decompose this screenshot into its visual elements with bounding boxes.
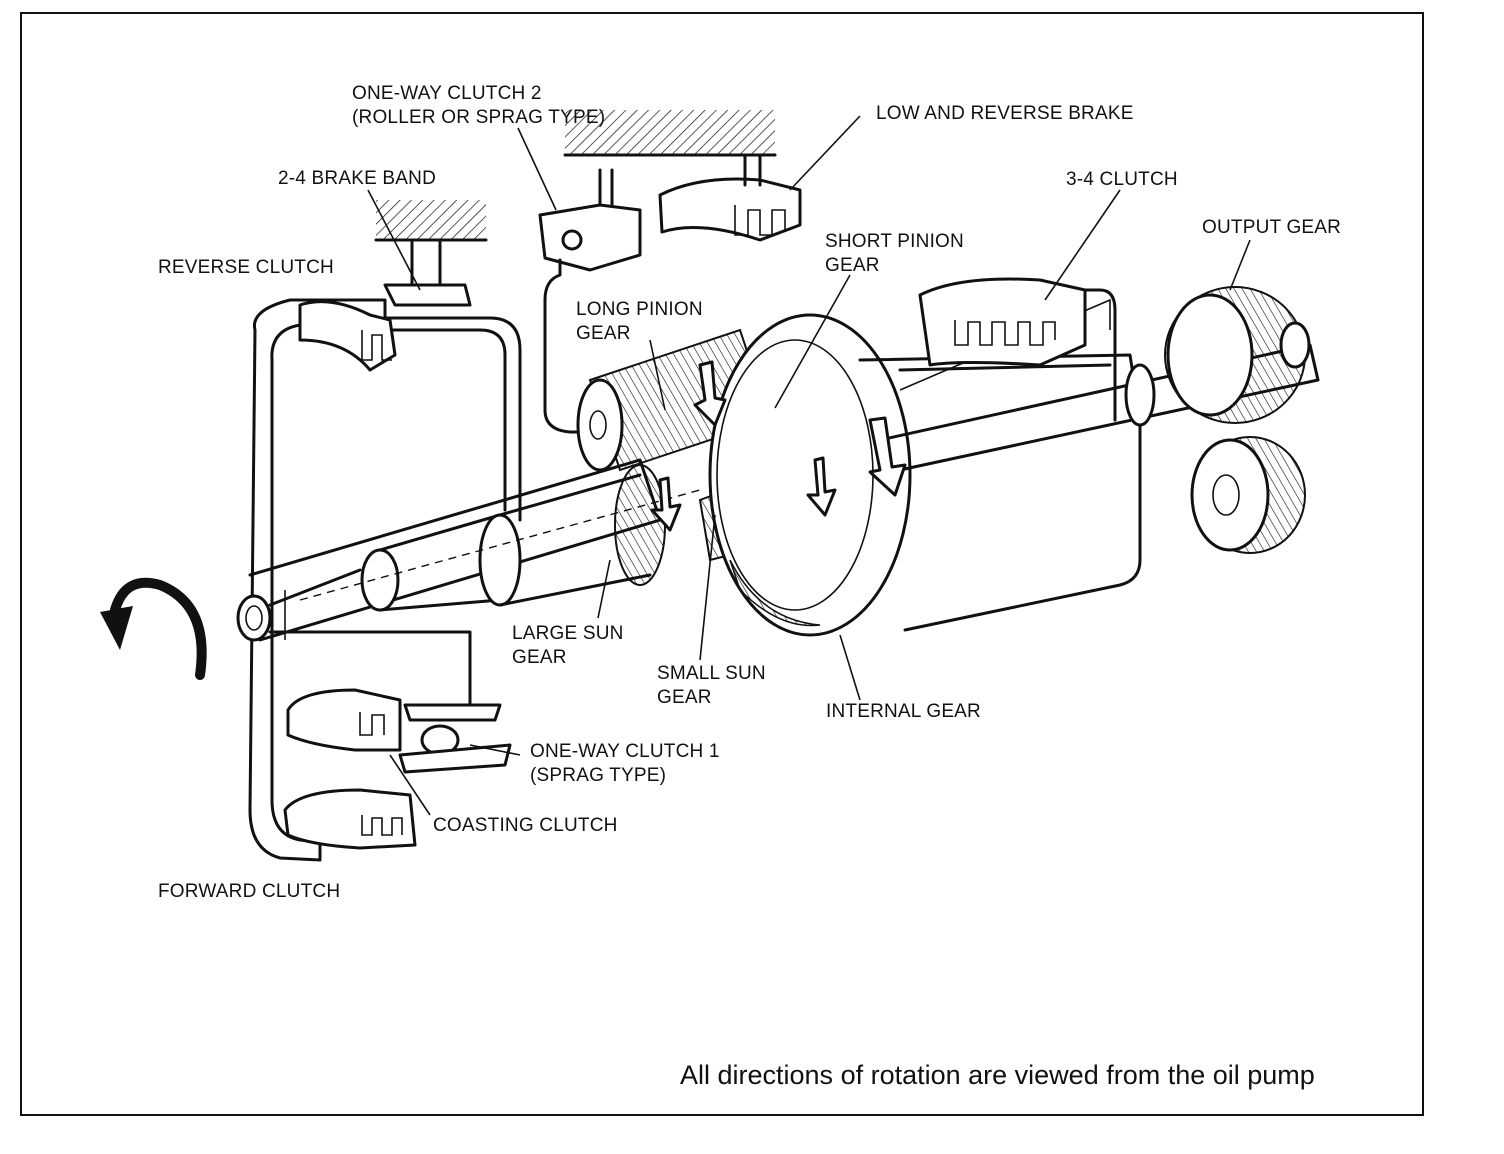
label-short-pinion-line2: GEAR <box>825 255 880 276</box>
label-long-pinion-line1: LONG PINION <box>576 299 703 320</box>
label-small-sun-line2: GEAR <box>657 687 712 708</box>
label-small-sun-line1: SMALL SUN <box>657 663 766 684</box>
direction-arrow-icon <box>650 360 907 532</box>
forward-clutch-pack <box>283 788 417 850</box>
housing-low-reverse <box>563 110 777 157</box>
label-clutch-3-4: 3-4 CLUTCH <box>1066 169 1178 190</box>
label-brake-band-2-4: 2-4 BRAKE BAND <box>278 168 437 189</box>
input-shaft <box>248 458 701 642</box>
reverse-clutch-pack <box>298 300 397 372</box>
label-one-way-clutch-1-line1: ONE-WAY CLUTCH 1 <box>530 741 720 762</box>
output-gear <box>1164 286 1311 424</box>
large-sun-gear <box>614 464 666 586</box>
rotation-note: All directions of rotation are viewed fr… <box>680 1060 1315 1090</box>
brake-band-segment <box>383 283 472 307</box>
label-internal-gear: INTERNAL GEAR <box>826 701 981 722</box>
output-drum <box>858 298 1320 632</box>
label-short-pinion-line1: SHORT PINION <box>825 231 964 252</box>
housing-brake-band <box>374 200 488 287</box>
label-low-reverse-brake: LOW AND REVERSE BRAKE <box>876 103 1134 124</box>
label-coasting-clutch: COASTING CLUTCH <box>433 815 618 836</box>
label-output-gear: OUTPUT GEAR <box>1202 217 1342 238</box>
label-long-pinion-line2: GEAR <box>576 323 631 344</box>
carrier-link <box>543 258 602 434</box>
label-large-sun-line2: GEAR <box>512 647 567 668</box>
leader-lines <box>367 115 1251 816</box>
label-large-sun-line1: LARGE SUN <box>512 623 624 644</box>
diagram-frame <box>20 12 1424 1116</box>
one-way-clutch-1 <box>398 703 512 774</box>
low-reverse-brake-pack <box>658 153 802 242</box>
label-forward-clutch: FORWARD CLUTCH <box>158 881 341 902</box>
coasting-clutch-pack <box>286 688 402 752</box>
one-way-clutch-2 <box>538 168 642 272</box>
label-one-way-clutch-2-line1: ONE-WAY CLUTCH 2 <box>352 83 542 104</box>
label-one-way-clutch-1-line2: (SPRAG TYPE) <box>530 765 667 786</box>
clutch-3-4-pack <box>918 277 1117 422</box>
label-one-way-clutch-2-line2: (ROLLER OR SPRAG TYPE) <box>352 107 606 128</box>
forward-reverse-drum <box>236 298 522 862</box>
internal-gear-ring <box>708 313 912 637</box>
idler-gear <box>1190 436 1306 554</box>
label-reverse-clutch: REVERSE CLUTCH <box>158 257 334 278</box>
rotation-arrow-icon <box>100 577 207 680</box>
